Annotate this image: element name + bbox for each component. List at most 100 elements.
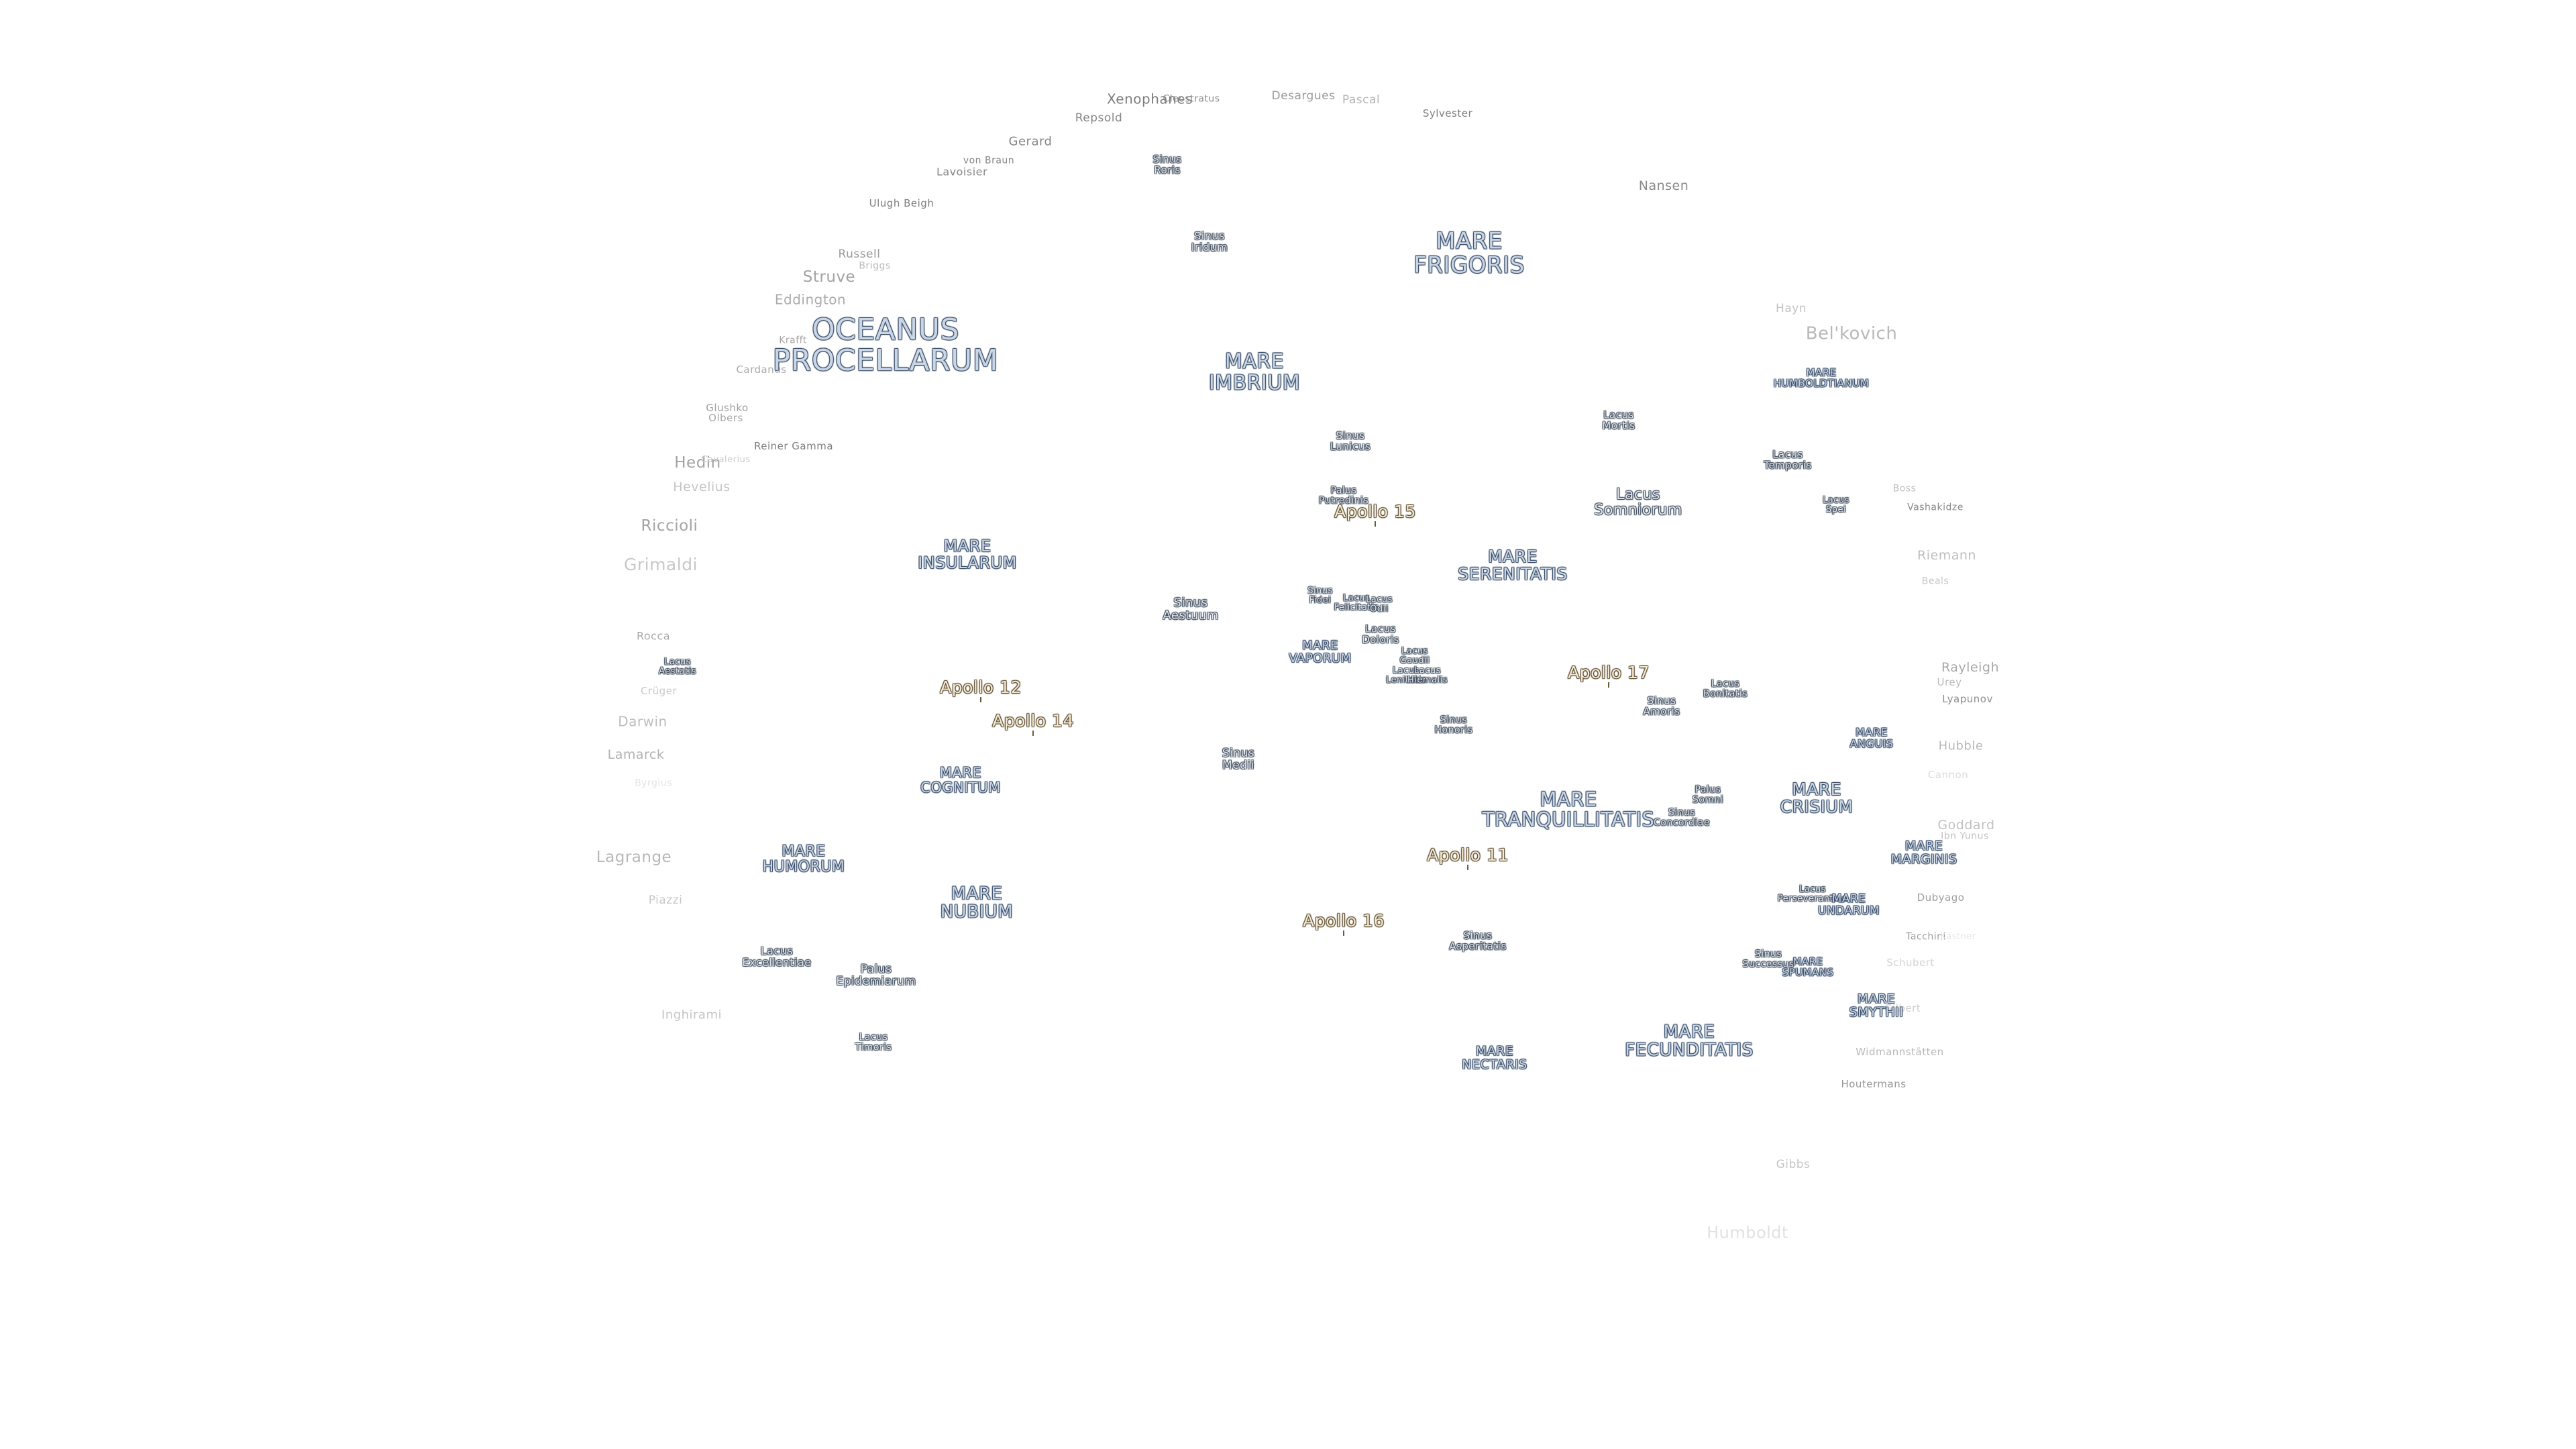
mare-label-mare-smythii: MARE SMYTHII: [1849, 991, 1904, 1020]
crater-label-houtermans: Houtermans: [1841, 1078, 1907, 1091]
crater-label-bel-kovich: Bel'kovich: [1805, 323, 1898, 344]
apollo-label-apollo-14: Apollo 14: [992, 710, 1074, 731]
feature-label-lacus-hiemalis: Lacus Hiemalis: [1407, 665, 1448, 685]
crater-label-cleostratus: Cleostratus: [1163, 93, 1220, 105]
mare-label-mare-crisium: MARE CRISIUM: [1780, 779, 1854, 816]
apollo-site-marker: [1467, 864, 1468, 870]
crater-label-gilbert: Gilbert: [1884, 1002, 1921, 1015]
mare-label-mare-fecunditatis: MARE FECUNDITATIS: [1625, 1022, 1754, 1061]
apollo-site-marker: [1032, 730, 1034, 736]
feature-label-sinus-iridum: Sinus Iridum: [1191, 229, 1228, 254]
mare-label-mare-insularum: MARE INSULARUM: [918, 536, 1017, 572]
crater-label-lavoisier: Lavoisier: [936, 165, 988, 178]
crater-label-desargues: Desargues: [1271, 89, 1336, 103]
feature-label-sinus-lunicus: Sinus Lunicus: [1330, 429, 1371, 452]
feature-label-sinus-amoris: Sinus Amoris: [1643, 694, 1680, 717]
crater-label-pascal: Pascal: [1342, 93, 1381, 107]
crater-label-goddard: Goddard: [1937, 818, 1995, 833]
crater-label-krafft: Krafft: [779, 335, 807, 346]
feature-label-palus-somni: Palus Somni: [1692, 784, 1724, 805]
crater-label-darwin: Darwin: [618, 713, 667, 730]
mare-label-mare-nubium: MARE NUBIUM: [940, 883, 1014, 922]
crater-label-hevelius: Hevelius: [673, 480, 731, 495]
apollo-site-marker: [980, 696, 981, 702]
feature-label-sinus-successus: Sinus Successus: [1742, 949, 1794, 969]
crater-label-tacchini: Tacchini: [1906, 931, 1946, 943]
mare-label-mare-marginis: MARE MARGINIS: [1890, 839, 1957, 867]
crater-label-piazzi: Piazzi: [648, 894, 683, 908]
crater-label-von-braun: von Braun: [963, 155, 1015, 166]
crater-label-cannon: Cannon: [1927, 769, 1969, 782]
crater-label-lagrange: Lagrange: [596, 848, 672, 866]
crater-label-olbers: Olbers: [708, 412, 743, 425]
crater-label-rayleigh: Rayleigh: [1941, 660, 2000, 676]
feature-label-sinus-asperitatis: Sinus Asperitatis: [1449, 929, 1507, 952]
feature-label-lacus-somniorum: Lacus Somniorum: [1594, 486, 1682, 519]
crater-label-dubyago: Dubyago: [1917, 892, 1965, 904]
crater-label-lamarck: Lamarck: [607, 747, 665, 763]
apollo-site-marker: [1343, 930, 1344, 936]
crater-label-riemann: Riemann: [1917, 548, 1976, 564]
mare-label-mare-nectaris: MARE NECTARIS: [1462, 1044, 1527, 1072]
feature-label-sinus-roris: Sinus Roris: [1152, 153, 1182, 176]
feature-label-lacus-gaudii: Lacus Gaudii: [1399, 646, 1430, 665]
crater-label-rocca: Rocca: [636, 629, 671, 643]
mare-label-mare-frigoris: MARE FRIGORIS: [1413, 227, 1525, 278]
feature-label-lacus-temporis: Lacus Temporis: [1764, 448, 1812, 471]
apollo-label-apollo-15: Apollo 15: [1334, 501, 1416, 521]
crater-label-nansen: Nansen: [1638, 178, 1689, 194]
crater-label-reiner-gamma: Reiner Gamma: [753, 440, 834, 453]
feature-label-sinus-honoris: Sinus Honoris: [1434, 714, 1473, 735]
feature-label-lacus-odii: Lacus Odii: [1366, 594, 1393, 614]
mare-label-oceanus-procellarum: OCEANUS PROCELLARUM: [772, 312, 999, 378]
crater-label-cardanus: Cardanus: [736, 364, 787, 376]
feature-label-sinus-aestuum: Sinus Aestuum: [1163, 596, 1219, 623]
crater-label-xenophanes: Xenophanes: [1106, 91, 1193, 107]
feature-label-sinus-fidei: Sinus Fidei: [1307, 586, 1333, 605]
crater-label-repsold: Repsold: [1075, 111, 1123, 125]
mare-label-mare-humorum: MARE HUMORUM: [762, 843, 845, 875]
apollo-label-apollo-17: Apollo 17: [1568, 662, 1650, 682]
feature-label-lacus-excellentiae: Lacus Excellentiae: [742, 945, 812, 969]
apollo-label-apollo-12: Apollo 12: [940, 677, 1022, 697]
feature-label-lacus-bonitatis: Lacus Bonitatis: [1703, 678, 1748, 699]
crater-label-widmannst-tten: Widmannstätten: [1856, 1046, 1944, 1059]
crater-label-lyapunov: Lyapunov: [1942, 693, 1993, 706]
feature-label-lacus-aestatis: Lacus Aestatis: [659, 657, 696, 676]
feature-label-lacus-lenitatis: Lacus Lenitatis: [1386, 665, 1426, 685]
feature-label-lacus-spei: Lacus Spei: [1823, 495, 1849, 515]
crater-label-struve: Struve: [802, 268, 856, 286]
crater-label-hubble: Hubble: [1938, 739, 1984, 753]
crater-label-boss: Boss: [1892, 483, 1917, 494]
apollo-site-marker: [1608, 682, 1609, 688]
crater-label-gerard: Gerard: [1008, 134, 1053, 149]
crater-label-ulugh-beigh: Ulugh Beigh: [869, 197, 934, 210]
feature-label-lacus-doloris: Lacus Doloris: [1362, 623, 1399, 645]
crater-label-humboldt: Humboldt: [1707, 1223, 1788, 1242]
mare-label-mare-vaporum: MARE VAPORUM: [1289, 639, 1352, 665]
crater-label-eddington: Eddington: [774, 291, 847, 308]
mare-label-mare-humboldtianum: MARE HUMBOLDTIANUM: [1773, 366, 1870, 389]
crater-label-vashakidze: Vashakidze: [1907, 502, 1964, 513]
crater-label-inghirami: Inghirami: [661, 1008, 722, 1022]
mare-label-mare-imbrium: MARE IMBRIUM: [1208, 350, 1301, 394]
crater-label-beals: Beals: [1921, 576, 1949, 587]
feature-label-sinus-medii: Sinus Medii: [1222, 747, 1255, 772]
crater-label-grimaldi: Grimaldi: [623, 554, 698, 574]
crater-label-hedin: Hedin: [674, 453, 721, 472]
crater-label-russell: Russell: [838, 248, 881, 262]
feature-label-lacus-timoris: Lacus Timoris: [855, 1032, 892, 1053]
mare-label-mare-anguis: MARE ANGUIS: [1849, 726, 1894, 750]
feature-label-sinus-concordiae: Sinus Concordiae: [1654, 807, 1710, 828]
apollo-label-apollo-16: Apollo 16: [1303, 910, 1385, 930]
crater-label-gibbs: Gibbs: [1776, 1158, 1811, 1172]
crater-label-hayn: Hayn: [1775, 302, 1807, 316]
apollo-site-marker: [1375, 521, 1376, 527]
crater-label-k-stner: Kästner: [1940, 932, 1976, 943]
mare-label-mare-tranquillitatis: MARE TRANQUILLITATIS: [1482, 788, 1655, 831]
feature-label-lacus-perseverantiae: Lacus Perseverantiae: [1777, 884, 1848, 904]
crater-label-cr-ger: Crüger: [640, 685, 678, 698]
mare-label-mare-undarum: MARE UNDARUM: [1817, 892, 1880, 918]
crater-label-cavalerius: Cavalerius: [701, 455, 751, 466]
